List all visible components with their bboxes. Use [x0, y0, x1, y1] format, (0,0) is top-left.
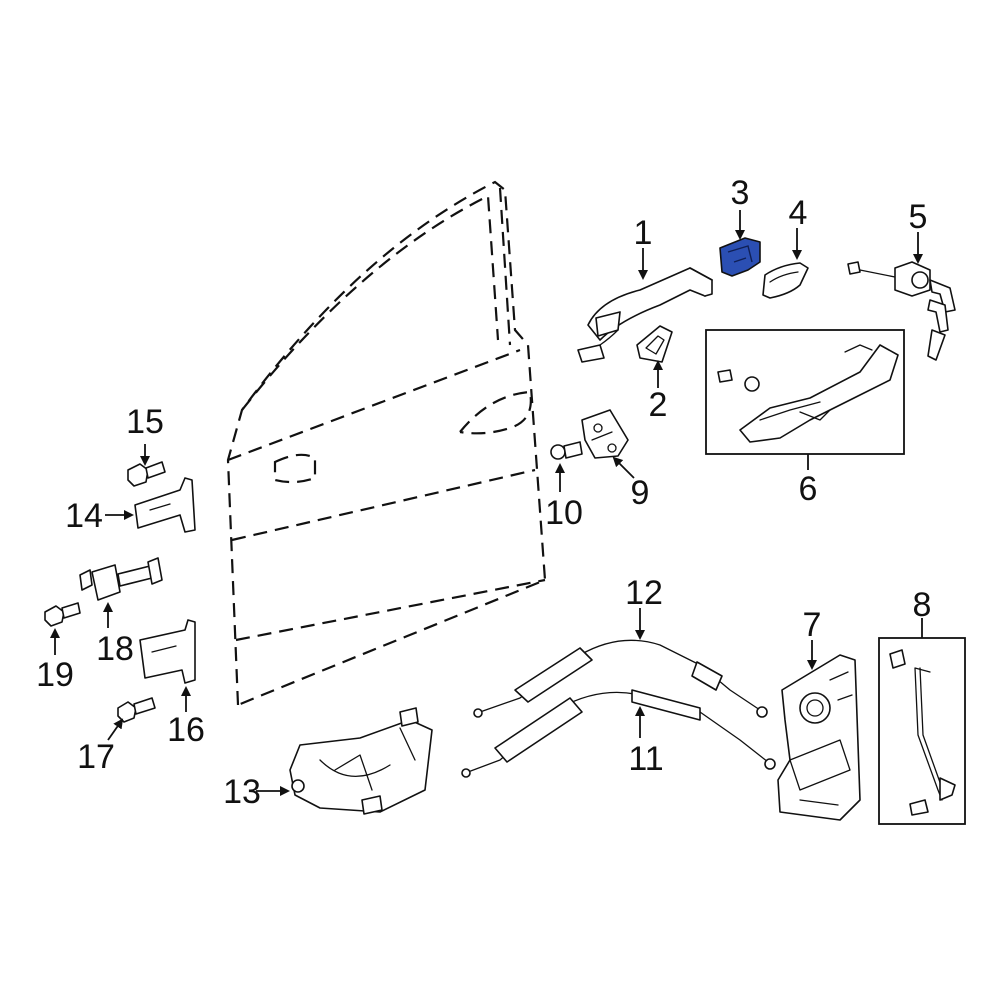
part-7-door-latch: [777, 654, 861, 821]
part-14-upper-hinge: [134, 477, 196, 533]
callout-13: 13: [223, 773, 261, 811]
part-3-fill: [719, 237, 761, 277]
callout-8: 8: [913, 586, 932, 624]
callout-17: 17: [77, 738, 115, 776]
part-9-striker: [581, 409, 629, 459]
callout-labels: 1 2 3 4 5 6 7 8 9 10 11 12 13 14 15 16 1…: [36, 174, 931, 811]
callout-1: 1: [634, 214, 653, 252]
part-18-door-check: [79, 557, 163, 601]
part-11-inside-cable: [461, 689, 776, 778]
part-10-screw: [550, 441, 583, 460]
part-6-handle-base: [717, 344, 899, 443]
callout-3: 3: [731, 174, 750, 212]
part-19-bolt: [44, 602, 81, 627]
part-12-outside-cable: [473, 639, 768, 718]
part-8-lock-rod: [889, 649, 956, 816]
part-2-cap: [636, 325, 673, 363]
part-17-bolt: [117, 697, 156, 723]
leader-lines: [50, 210, 923, 796]
callout-7: 7: [803, 606, 822, 644]
callout-4: 4: [789, 194, 808, 232]
front-door-outline: [226, 180, 547, 707]
callout-5: 5: [909, 198, 928, 236]
callout-16: 16: [167, 711, 205, 749]
callout-11: 11: [628, 740, 663, 778]
part-3-handle-cap-highlighted: [719, 237, 761, 277]
callout-9: 9: [631, 474, 650, 512]
part-15-bolt: [127, 461, 166, 487]
callout-19: 19: [36, 656, 74, 694]
callout-10: 10: [545, 494, 583, 532]
callout-15: 15: [126, 403, 164, 441]
part-16-lower-hinge: [139, 619, 196, 684]
callout-14: 14: [65, 497, 103, 535]
callout-6: 6: [799, 470, 818, 508]
callout-18: 18: [96, 630, 134, 668]
part-1-outside-handle: [577, 267, 713, 363]
callout-12: 12: [625, 574, 663, 612]
callout-2: 2: [649, 386, 668, 424]
part-6-box: [705, 329, 905, 455]
part-13-inside-handle: [289, 707, 433, 815]
part-5-lock-cylinder-keys: [847, 261, 956, 361]
part-4-gasket: [762, 262, 809, 299]
